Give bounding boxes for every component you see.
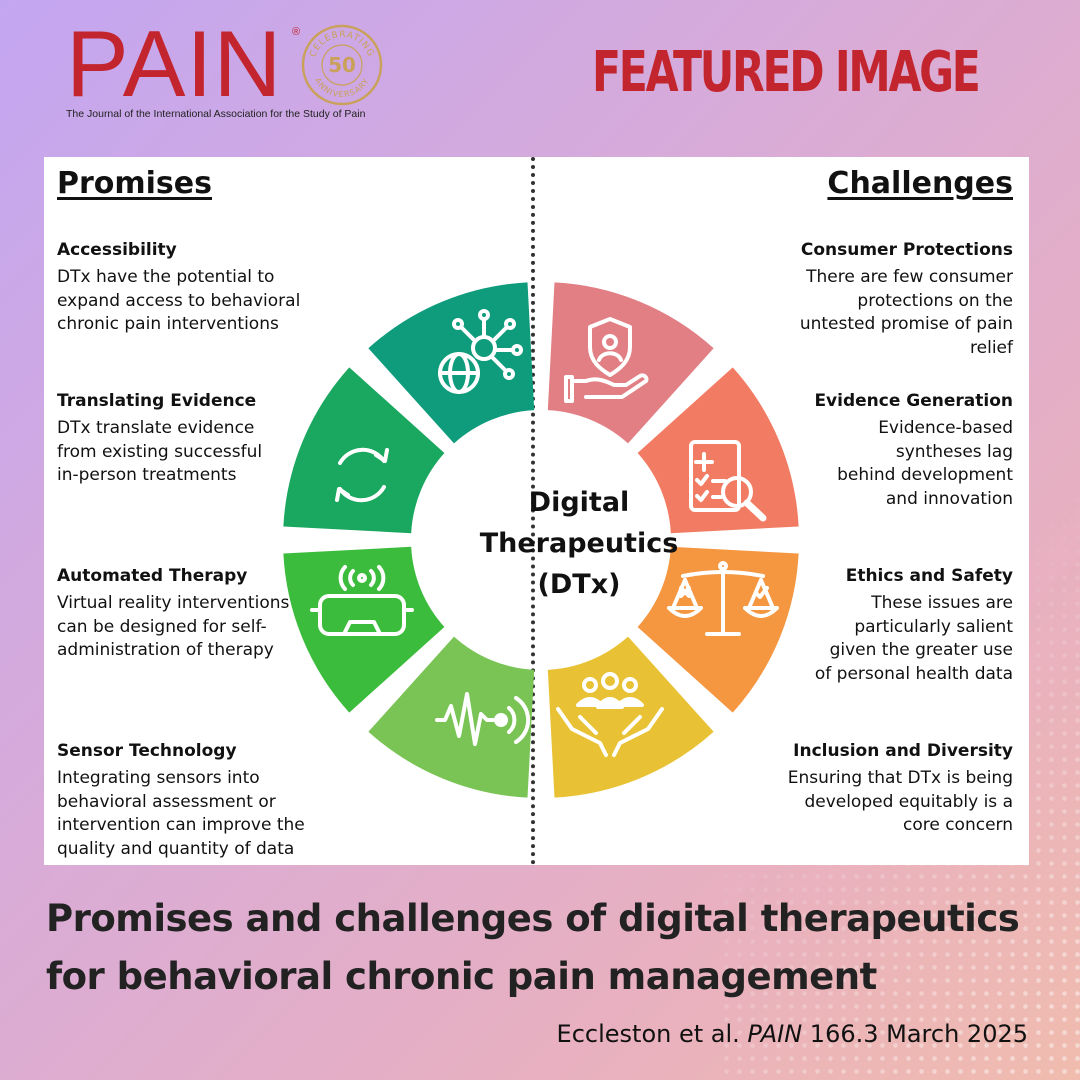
sensor-wave-icon (435, 692, 531, 746)
center-title-line: (DTx) (537, 569, 621, 600)
center-title-line: Therapeutics (479, 528, 679, 559)
wheel-segments (283, 282, 799, 798)
headline-line: for behavioral chronic pain management (46, 955, 877, 998)
challenge-text: These issues are particularly salient gi… (814, 593, 1013, 684)
segment-consumer-protections (547, 282, 714, 444)
document-search-icon (689, 440, 767, 522)
people-hands-icon (556, 672, 664, 757)
promise-accessibility: Accessibility DTx have the potential to … (57, 240, 357, 337)
dtx-wheel (283, 282, 799, 798)
center-divider (531, 157, 535, 865)
citation-volume-date: 166.3 March 2025 (809, 1020, 1028, 1048)
promise-text: Virtual reality interventions can be des… (57, 593, 290, 660)
promise-heading: Sensor Technology (57, 741, 237, 761)
headline-line: Promises and challenges of digital thera… (46, 897, 1020, 940)
promise-heading: Accessibility (57, 240, 177, 260)
diagram-card: Promises Challenges Accessibility DTx ha… (44, 157, 1029, 865)
promise-heading: Automated Therapy (57, 566, 248, 586)
challenge-text: Ensuring that DTx is being developed equ… (787, 768, 1013, 835)
challenge-text: Evidence-based syntheses lag behind deve… (837, 418, 1013, 509)
challenge-consumer-protections: Consumer Protections There are few consu… (713, 240, 1013, 360)
network-globe-icon (438, 309, 523, 394)
promise-text: DTx translate evidence from existing suc… (57, 418, 263, 485)
challenge-text: There are few consumer protections on th… (799, 267, 1013, 358)
citation-authors: Eccleston et al. (556, 1020, 740, 1048)
logo-wordmark: PAIN (66, 11, 283, 116)
registered-mark: ® (292, 26, 301, 38)
shield-hand-icon (564, 317, 649, 403)
refresh-cycle-icon (335, 447, 389, 503)
vr-headset-icon (310, 565, 414, 636)
logo-subtitle: The Journal of the International Associa… (66, 108, 366, 120)
segment-automated-therapy (283, 546, 445, 713)
promise-translating-evidence: Translating Evidence DTx translate evide… (57, 391, 357, 488)
promise-text: DTx have the potential to expand access … (57, 267, 301, 334)
challenge-inclusion-diversity: Inclusion and Diversity Ensuring that DT… (713, 741, 1013, 838)
seal-bottom-text: ANNIVERSARY (313, 76, 370, 99)
challenge-heading: Inclusion and Diversity (793, 741, 1013, 761)
featured-image-badge: FEATURED IMAGE (592, 40, 981, 105)
citation: Eccleston et al. PAIN 166.3 March 2025 (557, 1020, 1028, 1048)
promise-automated-therapy: Automated Therapy Virtual reality interv… (57, 566, 357, 663)
journal-logo: PAIN ® CELEBRATING ANNIVERSARY 50 The Jo… (66, 11, 383, 120)
anniversary-seal-icon: CELEBRATING ANNIVERSARY 50 (301, 24, 383, 106)
challenge-evidence-generation: Evidence Generation Evidence-based synth… (713, 391, 1013, 511)
challenge-heading: Consumer Protections (800, 240, 1013, 260)
promises-title: Promises (57, 166, 212, 201)
segment-sensor-technology (368, 636, 535, 798)
challenges-title: Challenges (827, 166, 1013, 201)
center-title: Digital Therapeutics (DTx) (449, 482, 709, 605)
center-title-line: Digital (528, 487, 630, 518)
challenge-heading: Evidence Generation (814, 391, 1013, 411)
challenge-ethics-safety: Ethics and Safety These issues are parti… (713, 566, 1013, 686)
promise-heading: Translating Evidence (57, 391, 257, 411)
seal-number: 50 (328, 53, 356, 77)
promise-sensor-technology: Sensor Technology Integrating sensors in… (57, 741, 357, 861)
segment-evidence-generation (637, 367, 799, 534)
article-headline: Promises and challenges of digital thera… (46, 890, 1056, 1006)
svg-text:ANNIVERSARY: ANNIVERSARY (313, 76, 371, 99)
citation-journal: PAIN (747, 1020, 803, 1048)
challenge-heading: Ethics and Safety (845, 566, 1013, 586)
balance-scale-icon (667, 561, 779, 636)
promise-text: Integrating sensors into behavioral asse… (57, 768, 305, 859)
segment-inclusion-diversity (547, 636, 714, 798)
